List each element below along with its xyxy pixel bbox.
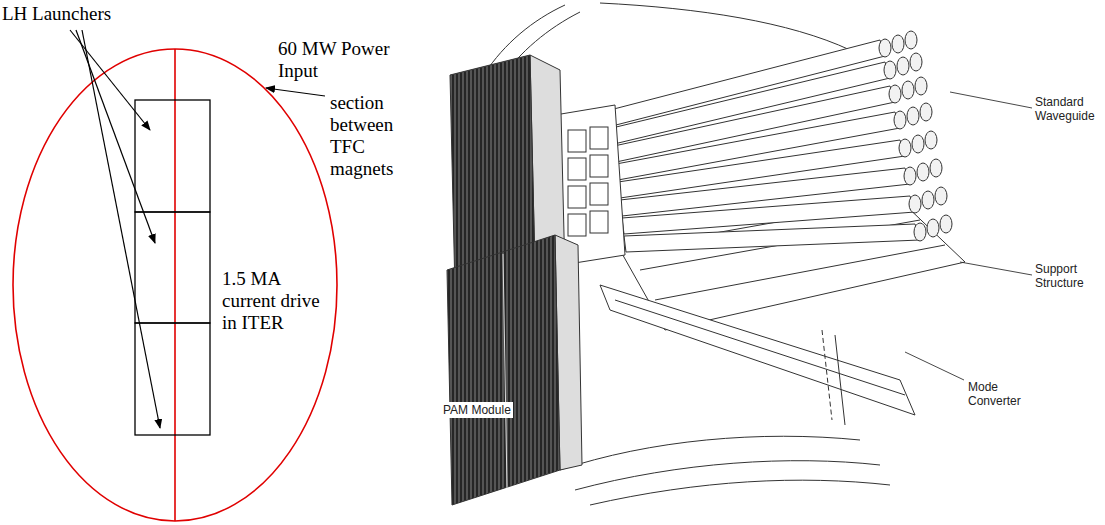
launcher-drawing bbox=[447, 3, 965, 505]
part-label: Support Structure bbox=[1035, 262, 1101, 290]
part-label: PAM Module bbox=[441, 402, 513, 418]
part-label: Standard Waveguide bbox=[1035, 95, 1101, 123]
launcher-label: LH Launchers bbox=[2, 3, 172, 25]
callout-leaders bbox=[905, 92, 1032, 380]
section-note: section between TFC magnets bbox=[330, 92, 412, 180]
part-label: Mode Converter bbox=[968, 380, 1048, 408]
current-note: 1.5 MA current drive in ITER bbox=[222, 268, 324, 334]
plasma-section bbox=[13, 49, 337, 521]
leader-arrows bbox=[70, 30, 325, 428]
power-note: 60 MW Power Input bbox=[278, 38, 396, 82]
